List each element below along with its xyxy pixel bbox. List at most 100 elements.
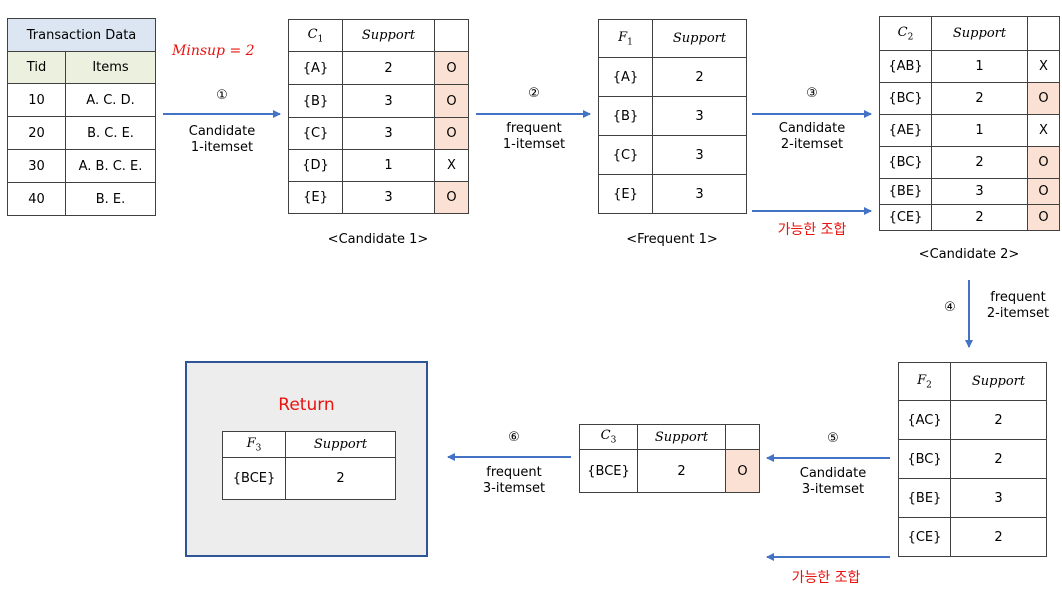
step-5-number: ⑤ <box>827 431 839 446</box>
tid-header: Tid <box>7 51 66 84</box>
support-cell: 2 <box>950 439 1047 479</box>
itemset-cell: {B} <box>288 84 343 118</box>
transaction-title: Transaction Data <box>6 18 157 52</box>
tid-cell: 30 <box>7 149 66 183</box>
support-cell: 3 <box>342 117 435 150</box>
f1-table: F1 Support {A}2 {B}3 {C}3 {E}3 <box>598 19 747 214</box>
itemset-cell: {A} <box>288 51 343 85</box>
possible-combination-label-2: 가능한 조합 <box>791 570 861 586</box>
f3-header: F3 <box>222 431 286 458</box>
pass-mark: O <box>1027 82 1060 115</box>
itemset-cell: {BCE} <box>222 457 286 500</box>
support-header: Support <box>652 19 747 58</box>
check-header <box>434 19 469 52</box>
support-cell: 3 <box>342 181 435 214</box>
support-cell: 2 <box>950 400 1047 440</box>
step-3-number: ③ <box>806 86 818 101</box>
c1-header: C1 <box>288 19 343 52</box>
itemset-cell: {CE} <box>879 204 932 231</box>
items-cell: B. C. E. <box>64 116 157 150</box>
fail-mark: X <box>434 149 469 182</box>
itemset-cell: {BE} <box>879 178 932 205</box>
items-cell: A. C. D. <box>64 83 157 117</box>
support-cell: 3 <box>950 478 1047 518</box>
itemset-cell: {AE} <box>879 114 932 147</box>
c1-caption: <Candidate 1> <box>327 232 429 247</box>
support-cell: 2 <box>652 57 747 97</box>
support-header: Support <box>285 431 396 458</box>
f1-caption: <Frequent 1> <box>626 232 718 247</box>
f2-table: F2 Support {AC}2 {BC}2 {BE}3 {CE}2 <box>898 362 1047 557</box>
itemset-cell: {BC} <box>879 82 932 115</box>
tid-cell: 10 <box>7 83 66 117</box>
fail-mark: X <box>1027 114 1060 147</box>
itemset-cell: {AB} <box>879 50 932 83</box>
itemset-cell: {BC} <box>898 439 951 479</box>
pass-mark: O <box>1027 204 1060 231</box>
support-header: Support <box>342 19 435 52</box>
items-cell: B. E. <box>64 182 157 216</box>
f3-table: F3 Support {BCE}2 <box>222 431 396 500</box>
support-cell: 2 <box>285 457 396 500</box>
itemset-cell: {BCE} <box>579 449 638 493</box>
c2-header: C2 <box>879 16 932 51</box>
support-cell: 3 <box>652 96 747 136</box>
c2-caption: <Candidate 2> <box>918 247 1020 262</box>
itemset-cell: {C} <box>598 135 653 175</box>
itemset-cell: {CE} <box>898 517 951 557</box>
itemset-cell: {AC} <box>898 400 951 440</box>
tid-cell: 20 <box>7 116 66 150</box>
support-cell: 1 <box>931 50 1028 83</box>
step-4-number: ④ <box>944 300 956 315</box>
support-header: Support <box>637 424 726 450</box>
support-cell: 3 <box>342 84 435 118</box>
tid-cell: 40 <box>7 182 66 216</box>
check-header <box>725 424 760 450</box>
itemset-cell: {C} <box>288 117 343 150</box>
pass-mark: O <box>434 84 469 118</box>
pass-mark: O <box>1027 178 1060 205</box>
step-2-number: ② <box>528 86 540 101</box>
f2-header: F2 <box>898 362 951 401</box>
itemset-cell: {B} <box>598 96 653 136</box>
pass-mark: O <box>725 449 760 493</box>
pass-mark: O <box>434 117 469 150</box>
support-header: Support <box>950 362 1047 401</box>
pass-mark: O <box>434 51 469 85</box>
pass-mark: O <box>434 181 469 214</box>
itemset-cell: {BE} <box>898 478 951 518</box>
return-box: Return F3 Support {BCE}2 <box>185 361 428 557</box>
itemset-cell: {A} <box>598 57 653 97</box>
support-cell: 3 <box>652 174 747 214</box>
itemset-cell: {E} <box>288 181 343 214</box>
support-cell: 2 <box>950 517 1047 557</box>
step-1-number: ① <box>216 88 228 103</box>
items-header: Items <box>64 51 157 84</box>
support-cell: 3 <box>931 178 1028 205</box>
f1-header: F1 <box>598 19 653 58</box>
itemset-cell: {BC} <box>879 146 932 179</box>
items-cell: A. B. C. E. <box>64 149 157 183</box>
support-cell: 2 <box>342 51 435 85</box>
itemset-cell: {D} <box>288 149 343 182</box>
c3-header: C3 <box>579 424 638 450</box>
itemset-cell: {E} <box>598 174 653 214</box>
support-cell: 2 <box>931 204 1028 231</box>
fail-mark: X <box>1027 50 1060 83</box>
support-cell: 3 <box>652 135 747 175</box>
support-cell: 1 <box>931 114 1028 147</box>
support-cell: 1 <box>342 149 435 182</box>
return-label: Return <box>278 395 335 415</box>
support-cell: 2 <box>637 449 726 493</box>
pass-mark: O <box>1027 146 1060 179</box>
support-cell: 2 <box>931 146 1028 179</box>
